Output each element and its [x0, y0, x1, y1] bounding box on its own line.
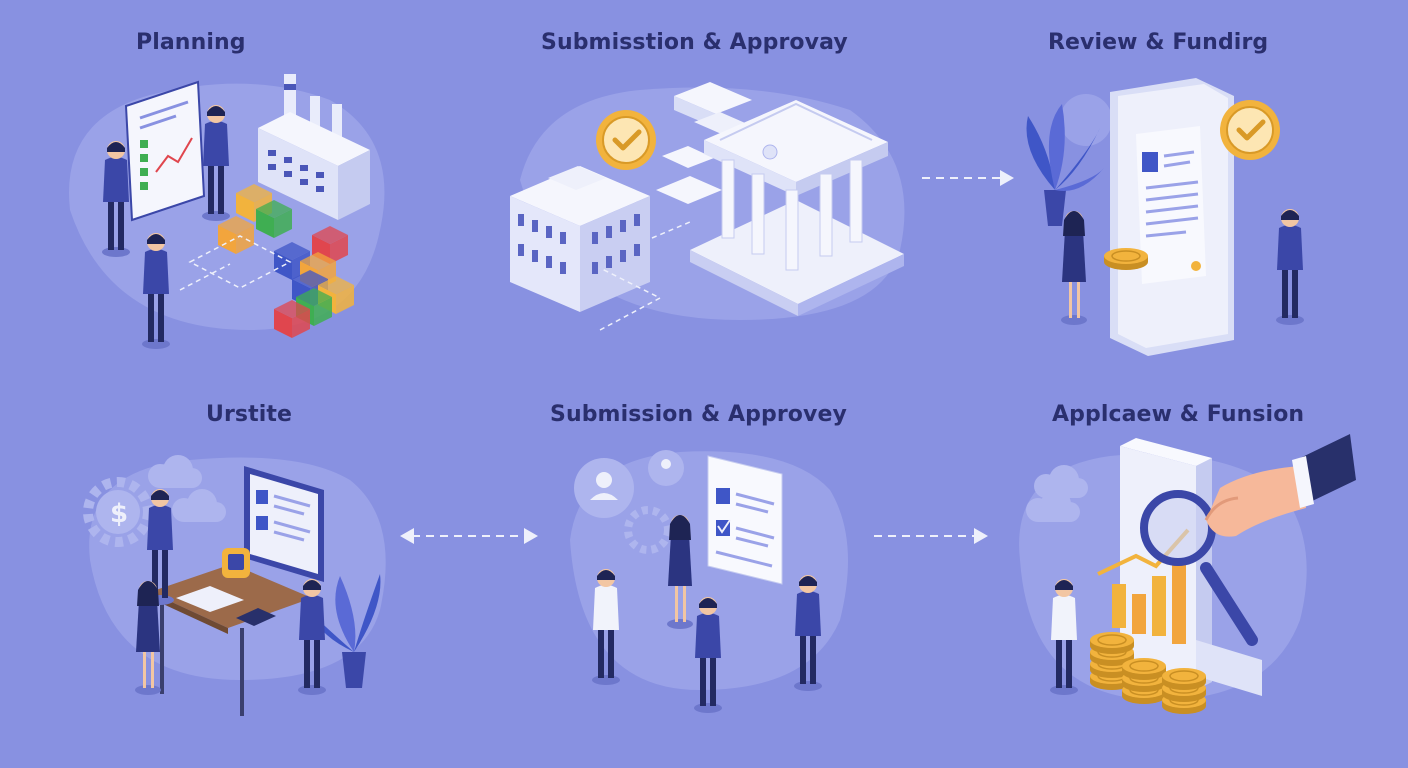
submission-top-illustration	[510, 82, 905, 331]
hand-icon	[1204, 434, 1356, 537]
application-funding-illustration	[1019, 434, 1356, 715]
arrow-submission-to-review	[922, 170, 1014, 186]
submission-bottom-illustration	[570, 450, 848, 713]
review-person-man	[1276, 209, 1304, 325]
stage-title-urstite: Urstite	[206, 402, 293, 427]
check-badge-icon	[596, 110, 656, 170]
stage-title-review-funding: Review & Fundirg	[1048, 30, 1269, 55]
floating-cards	[656, 82, 752, 204]
document-checklist-icon	[707, 455, 783, 585]
arrow-urstite-submission	[400, 528, 538, 544]
urstite-person-woman	[135, 581, 161, 695]
plant-icon-2	[314, 574, 381, 688]
lock-icon	[222, 548, 250, 578]
user-bubble-icon	[574, 450, 684, 518]
stage-title-applcaew: Applcaew & Funsion	[1052, 402, 1305, 427]
stage-title-submission-top: Submisstion & Approvay	[541, 30, 848, 55]
review-person-woman	[1061, 211, 1087, 325]
plant-icon	[1026, 104, 1104, 226]
arrow-submission-to-application	[874, 528, 988, 544]
tablet-icon	[1110, 78, 1234, 356]
review-funding-illustration	[1026, 78, 1304, 356]
planning-illustration	[69, 74, 385, 349]
stage-title-planning: Planning	[136, 30, 246, 55]
coin-icon	[1103, 247, 1149, 271]
dollar-gear-icon: $	[83, 477, 153, 547]
review-check-badge-icon	[1220, 100, 1280, 160]
factory-icon	[258, 74, 370, 220]
chart-board-icon	[124, 80, 206, 222]
monitor-document-icon	[244, 466, 324, 582]
office-building-icon	[510, 166, 650, 312]
urstite-illustration: $	[83, 455, 386, 716]
bank-building-icon	[690, 100, 904, 316]
svg-text:$: $	[110, 499, 128, 529]
stage-title-submission-bottom: Submission & Approvey	[550, 402, 847, 427]
